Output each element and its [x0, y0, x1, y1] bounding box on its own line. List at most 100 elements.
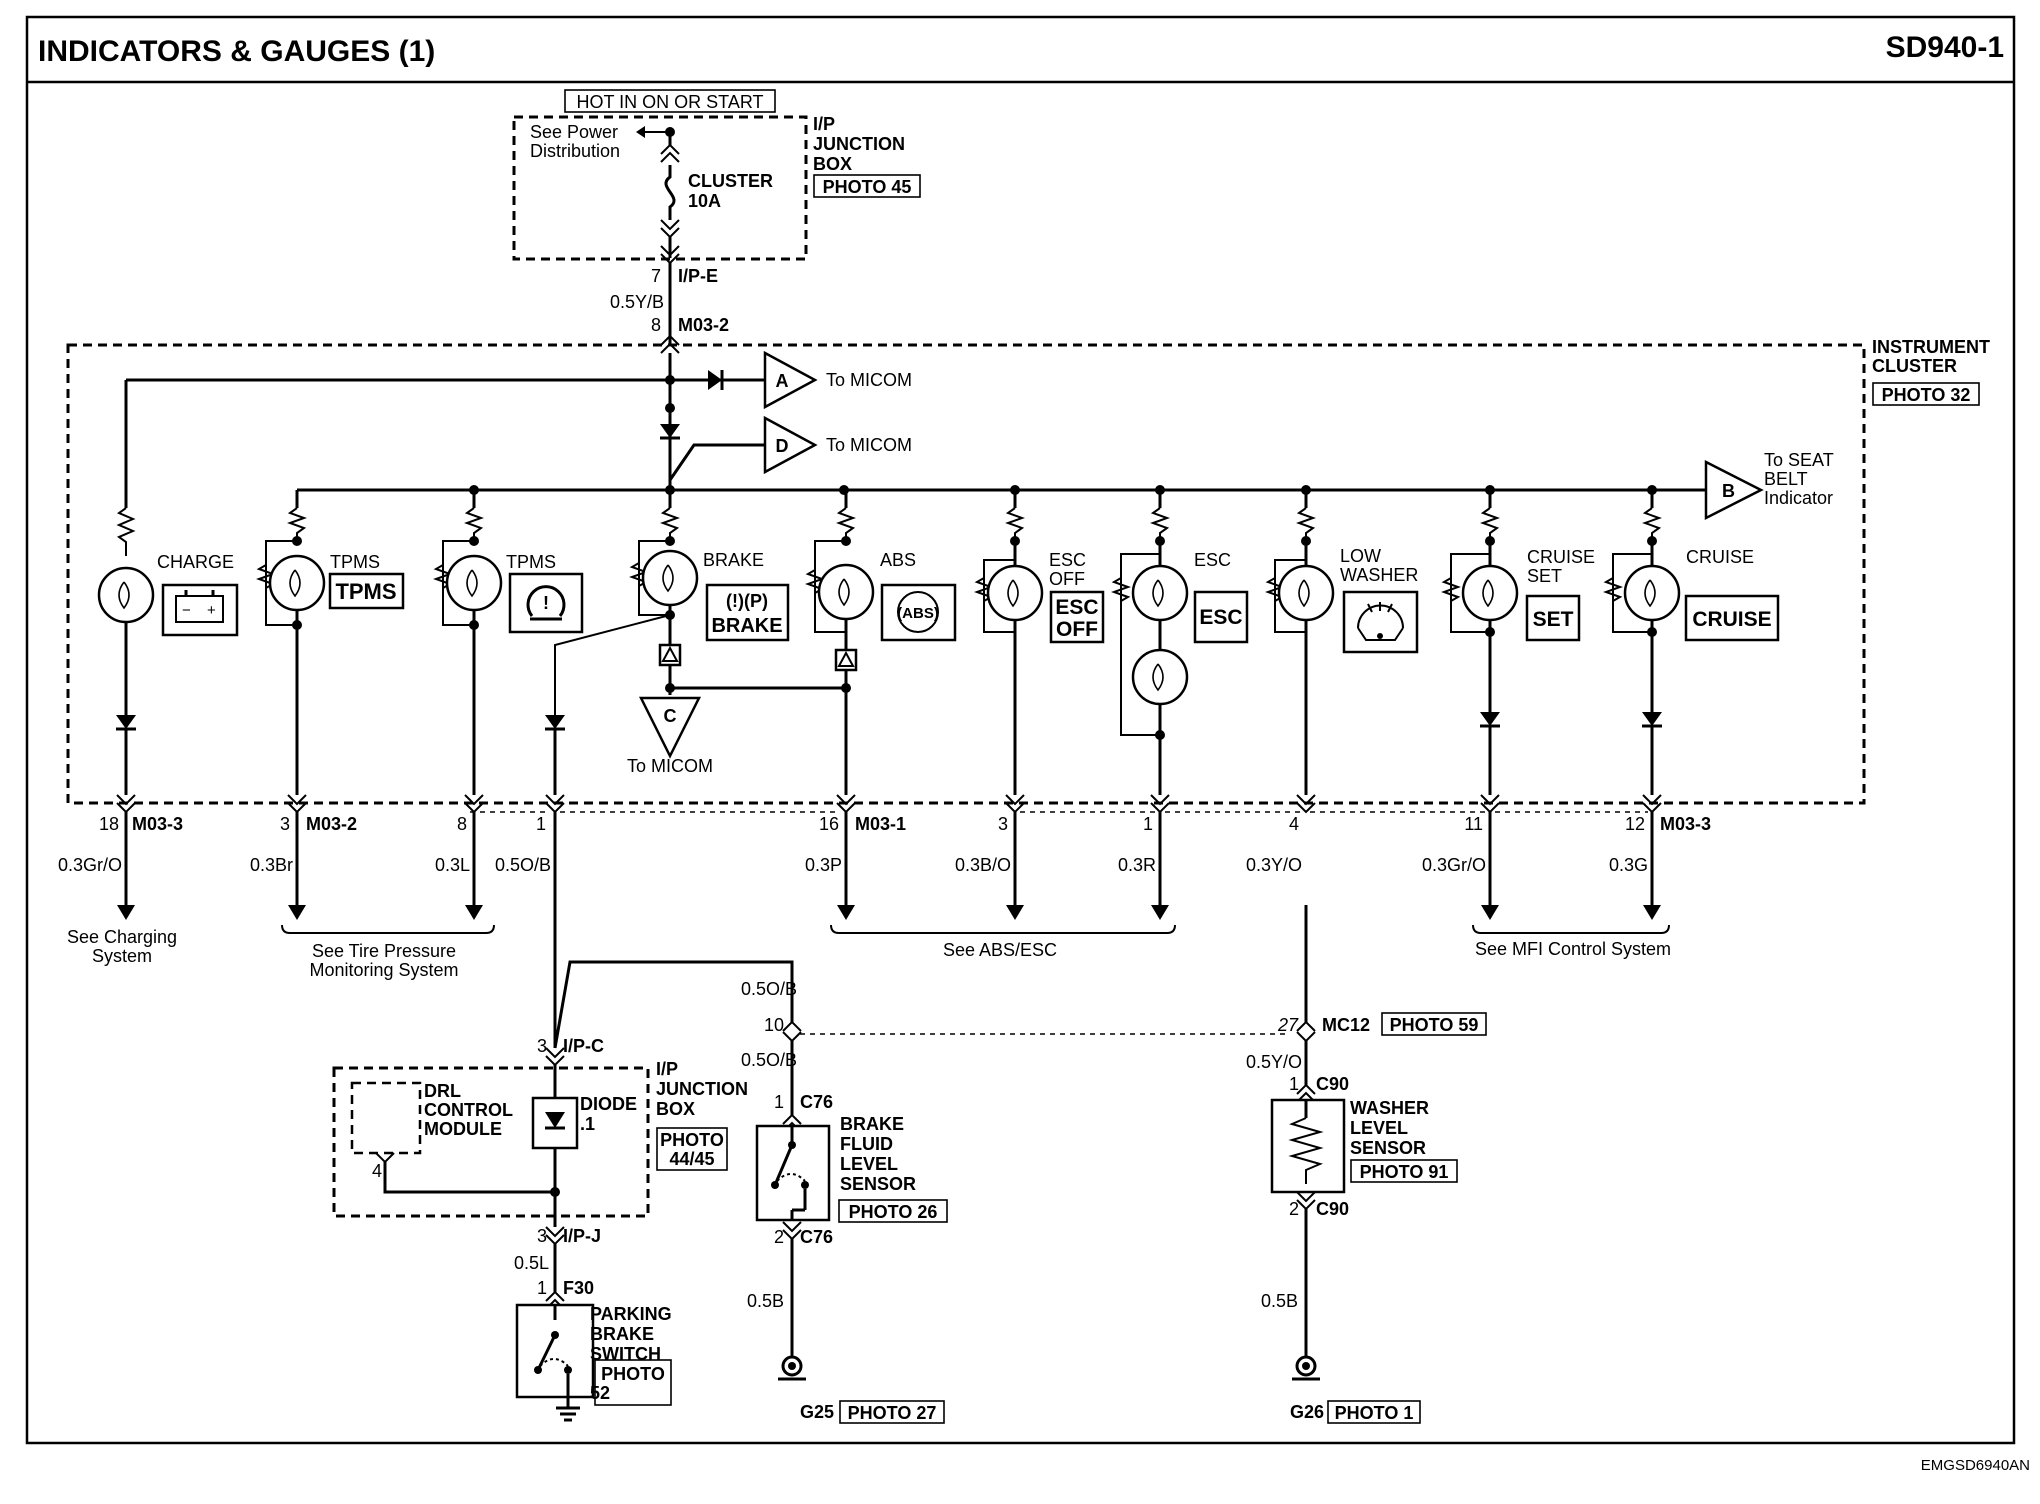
svg-text:I/P-J: I/P-J [563, 1226, 601, 1246]
instrument-cluster-box [66, 343, 1866, 805]
footer-ref: EMGSD6940AN [1921, 1457, 2030, 1474]
svg-text:1: 1 [536, 814, 546, 834]
parking-brake-switch [515, 1303, 595, 1399]
svg-text:2: 2 [1289, 1199, 1299, 1219]
svg-text:TPMS: TPMS [330, 552, 380, 572]
svg-text:0.5Y/O: 0.5Y/O [1246, 1052, 1302, 1072]
svg-text:M03-3: M03-3 [132, 814, 183, 834]
svg-text:G26: G26 [1290, 1402, 1324, 1422]
ground-g25 [778, 1355, 806, 1381]
micom-a-triangle [763, 350, 818, 410]
tpms-box-1: TPMS [335, 579, 396, 604]
svg-text:TPMS: TPMS [506, 552, 556, 572]
svg-text:−: − [182, 602, 191, 619]
diagram-code: SD940-1 [1886, 31, 2004, 64]
svg-text:0.3P: 0.3P [805, 855, 842, 875]
brake-label: BRAKE [703, 550, 764, 570]
svg-text:1: 1 [1143, 814, 1153, 834]
svg-text:16: 16 [819, 814, 839, 834]
svg-text:C: C [664, 706, 677, 726]
svg-text:B: B [1722, 481, 1735, 501]
wire-05yb: 0.5Y/B [610, 292, 664, 312]
cruise-indicator: CRUISE CRUISE [1603, 490, 1780, 795]
svg-text:M03-2: M03-2 [306, 814, 357, 834]
micom-c-triangle [638, 696, 702, 759]
svg-text:0.5O/B: 0.5O/B [741, 1050, 797, 1070]
svg-text:4: 4 [1289, 814, 1299, 834]
to-micom-d: To MICOM [826, 435, 912, 455]
svg-text:I/P-C: I/P-C [563, 1036, 604, 1056]
svg-text:C90: C90 [1316, 1074, 1349, 1094]
brake-box-symbol: (!)(P) [726, 591, 768, 611]
cruise-box: CRUISE [1692, 608, 1771, 631]
micom-d-triangle [763, 415, 818, 475]
abs-label: ABS [880, 550, 916, 570]
brake-fluid-photo: PHOTO 26 [849, 1202, 938, 1222]
charge-label: CHARGE [157, 552, 234, 572]
svg-text:0.3Y/O: 0.3Y/O [1246, 855, 1302, 875]
svg-text:0.5B: 0.5B [1261, 1291, 1298, 1311]
brake-box-text: BRAKE [711, 615, 782, 637]
esc-indicator: ESC ESC [1111, 490, 1249, 795]
diode-label: DIODE.1 [580, 1094, 637, 1134]
svg-text:!: ! [543, 593, 549, 613]
tire-pressure-icon: ! [526, 585, 566, 621]
fuse-symbol [664, 165, 676, 220]
abs-box: (ABS) [897, 605, 939, 622]
charge-indicator: CHARGE −+ [97, 380, 239, 795]
tpms-indicator-2: TPMS ! [433, 490, 584, 795]
svg-text:0.3Gr/O: 0.3Gr/O [1422, 855, 1486, 875]
svg-text:MC12: MC12 [1322, 1015, 1370, 1035]
brake-indicator: BRAKE (!)(P) BRAKE C To MICOM [554, 490, 846, 776]
tpms-indicator-1: TPMS TPMS [256, 490, 405, 795]
ip-junction-box-photo: PHOTO 45 [823, 177, 912, 197]
cruise-label: CRUISE [1686, 547, 1754, 567]
ip-junction-box-top [512, 115, 808, 261]
instrument-cluster-photo: PHOTO 32 [1882, 385, 1971, 405]
svg-text:0.3R: 0.3R [1118, 855, 1156, 875]
svg-text:8: 8 [457, 814, 467, 834]
svg-text:7: 7 [651, 266, 661, 286]
g25-photo: PHOTO 27 [848, 1403, 937, 1423]
abs-indicator: ABS (ABS) [805, 490, 957, 795]
washer-icon [1357, 602, 1404, 641]
svg-text:0.5O/B: 0.5O/B [495, 855, 551, 875]
svg-text:G25: G25 [800, 1402, 834, 1422]
svg-text:2: 2 [774, 1227, 784, 1247]
svg-text:3: 3 [537, 1036, 547, 1056]
svg-text:+: + [207, 602, 216, 619]
mc12-photo: PHOTO 59 [1390, 1015, 1479, 1035]
page-title: INDICATORS & GAUGES (1) [38, 35, 435, 68]
svg-text:A: A [776, 371, 789, 391]
to-micom-c: To MICOM [627, 756, 713, 776]
svg-text:D: D [776, 436, 789, 456]
washer-level-sensor [1270, 1098, 1346, 1194]
svg-text:M03-3: M03-3 [1660, 814, 1711, 834]
svg-text:C76: C76 [800, 1227, 833, 1247]
esc-box: ESC [1199, 606, 1242, 629]
to-micom-a: To MICOM [826, 370, 912, 390]
svg-text:4: 4 [372, 1161, 382, 1181]
see-abs-esc: See ABS/ESC [943, 940, 1057, 960]
g26-photo: PHOTO 1 [1335, 1403, 1414, 1423]
esc-label: ESC [1194, 550, 1231, 570]
hot-label: HOT IN ON OR START [576, 92, 763, 112]
svg-text:1: 1 [774, 1092, 784, 1112]
svg-text:0.3L: 0.3L [435, 855, 470, 875]
svg-text:F30: F30 [563, 1278, 594, 1298]
svg-text:27: 27 [1277, 1015, 1299, 1035]
battery-icon: −+ [175, 590, 224, 623]
svg-text:0.5O/B: 0.5O/B [741, 979, 797, 999]
